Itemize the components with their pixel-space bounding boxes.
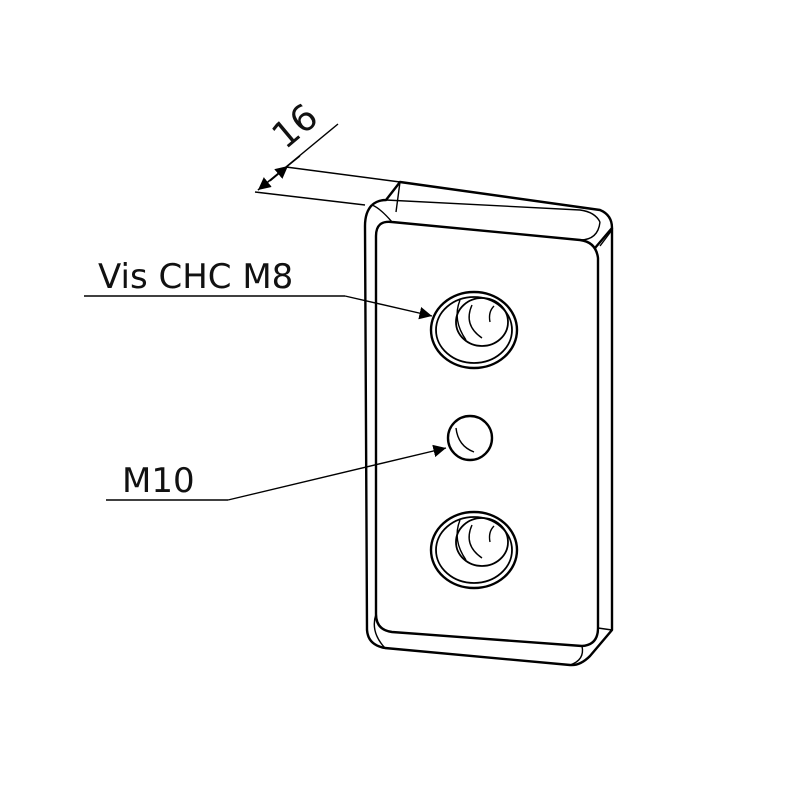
counterbore-hole-top: [429, 290, 519, 370]
plate-top-face: [371, 180, 614, 249]
chamfer-top-right: [579, 221, 601, 241]
chamfer-bottom-left: [373, 613, 386, 649]
leader-thread: M10: [106, 444, 447, 501]
plate-top-edge: [385, 199, 601, 223]
screw-label: Vis CHC M8: [98, 257, 293, 297]
leader-screw: Vis CHC M8: [84, 257, 433, 320]
plate-front-face: [374, 220, 600, 648]
threaded-hole: [446, 414, 494, 462]
bevel-bottom-right: [597, 627, 613, 631]
dimension-value: 16: [265, 96, 326, 157]
counterbore-hole-bottom: [429, 510, 519, 590]
chamfer-bottom-right: [569, 645, 584, 666]
thread-label: M10: [122, 461, 195, 501]
chamfer-top-left: [371, 204, 393, 223]
plate: [363, 180, 614, 667]
dimension-width: 16: [254, 96, 401, 206]
bevel-right: [599, 229, 613, 247]
plate-outline: [363, 204, 614, 667]
bevel-top: [395, 181, 401, 213]
